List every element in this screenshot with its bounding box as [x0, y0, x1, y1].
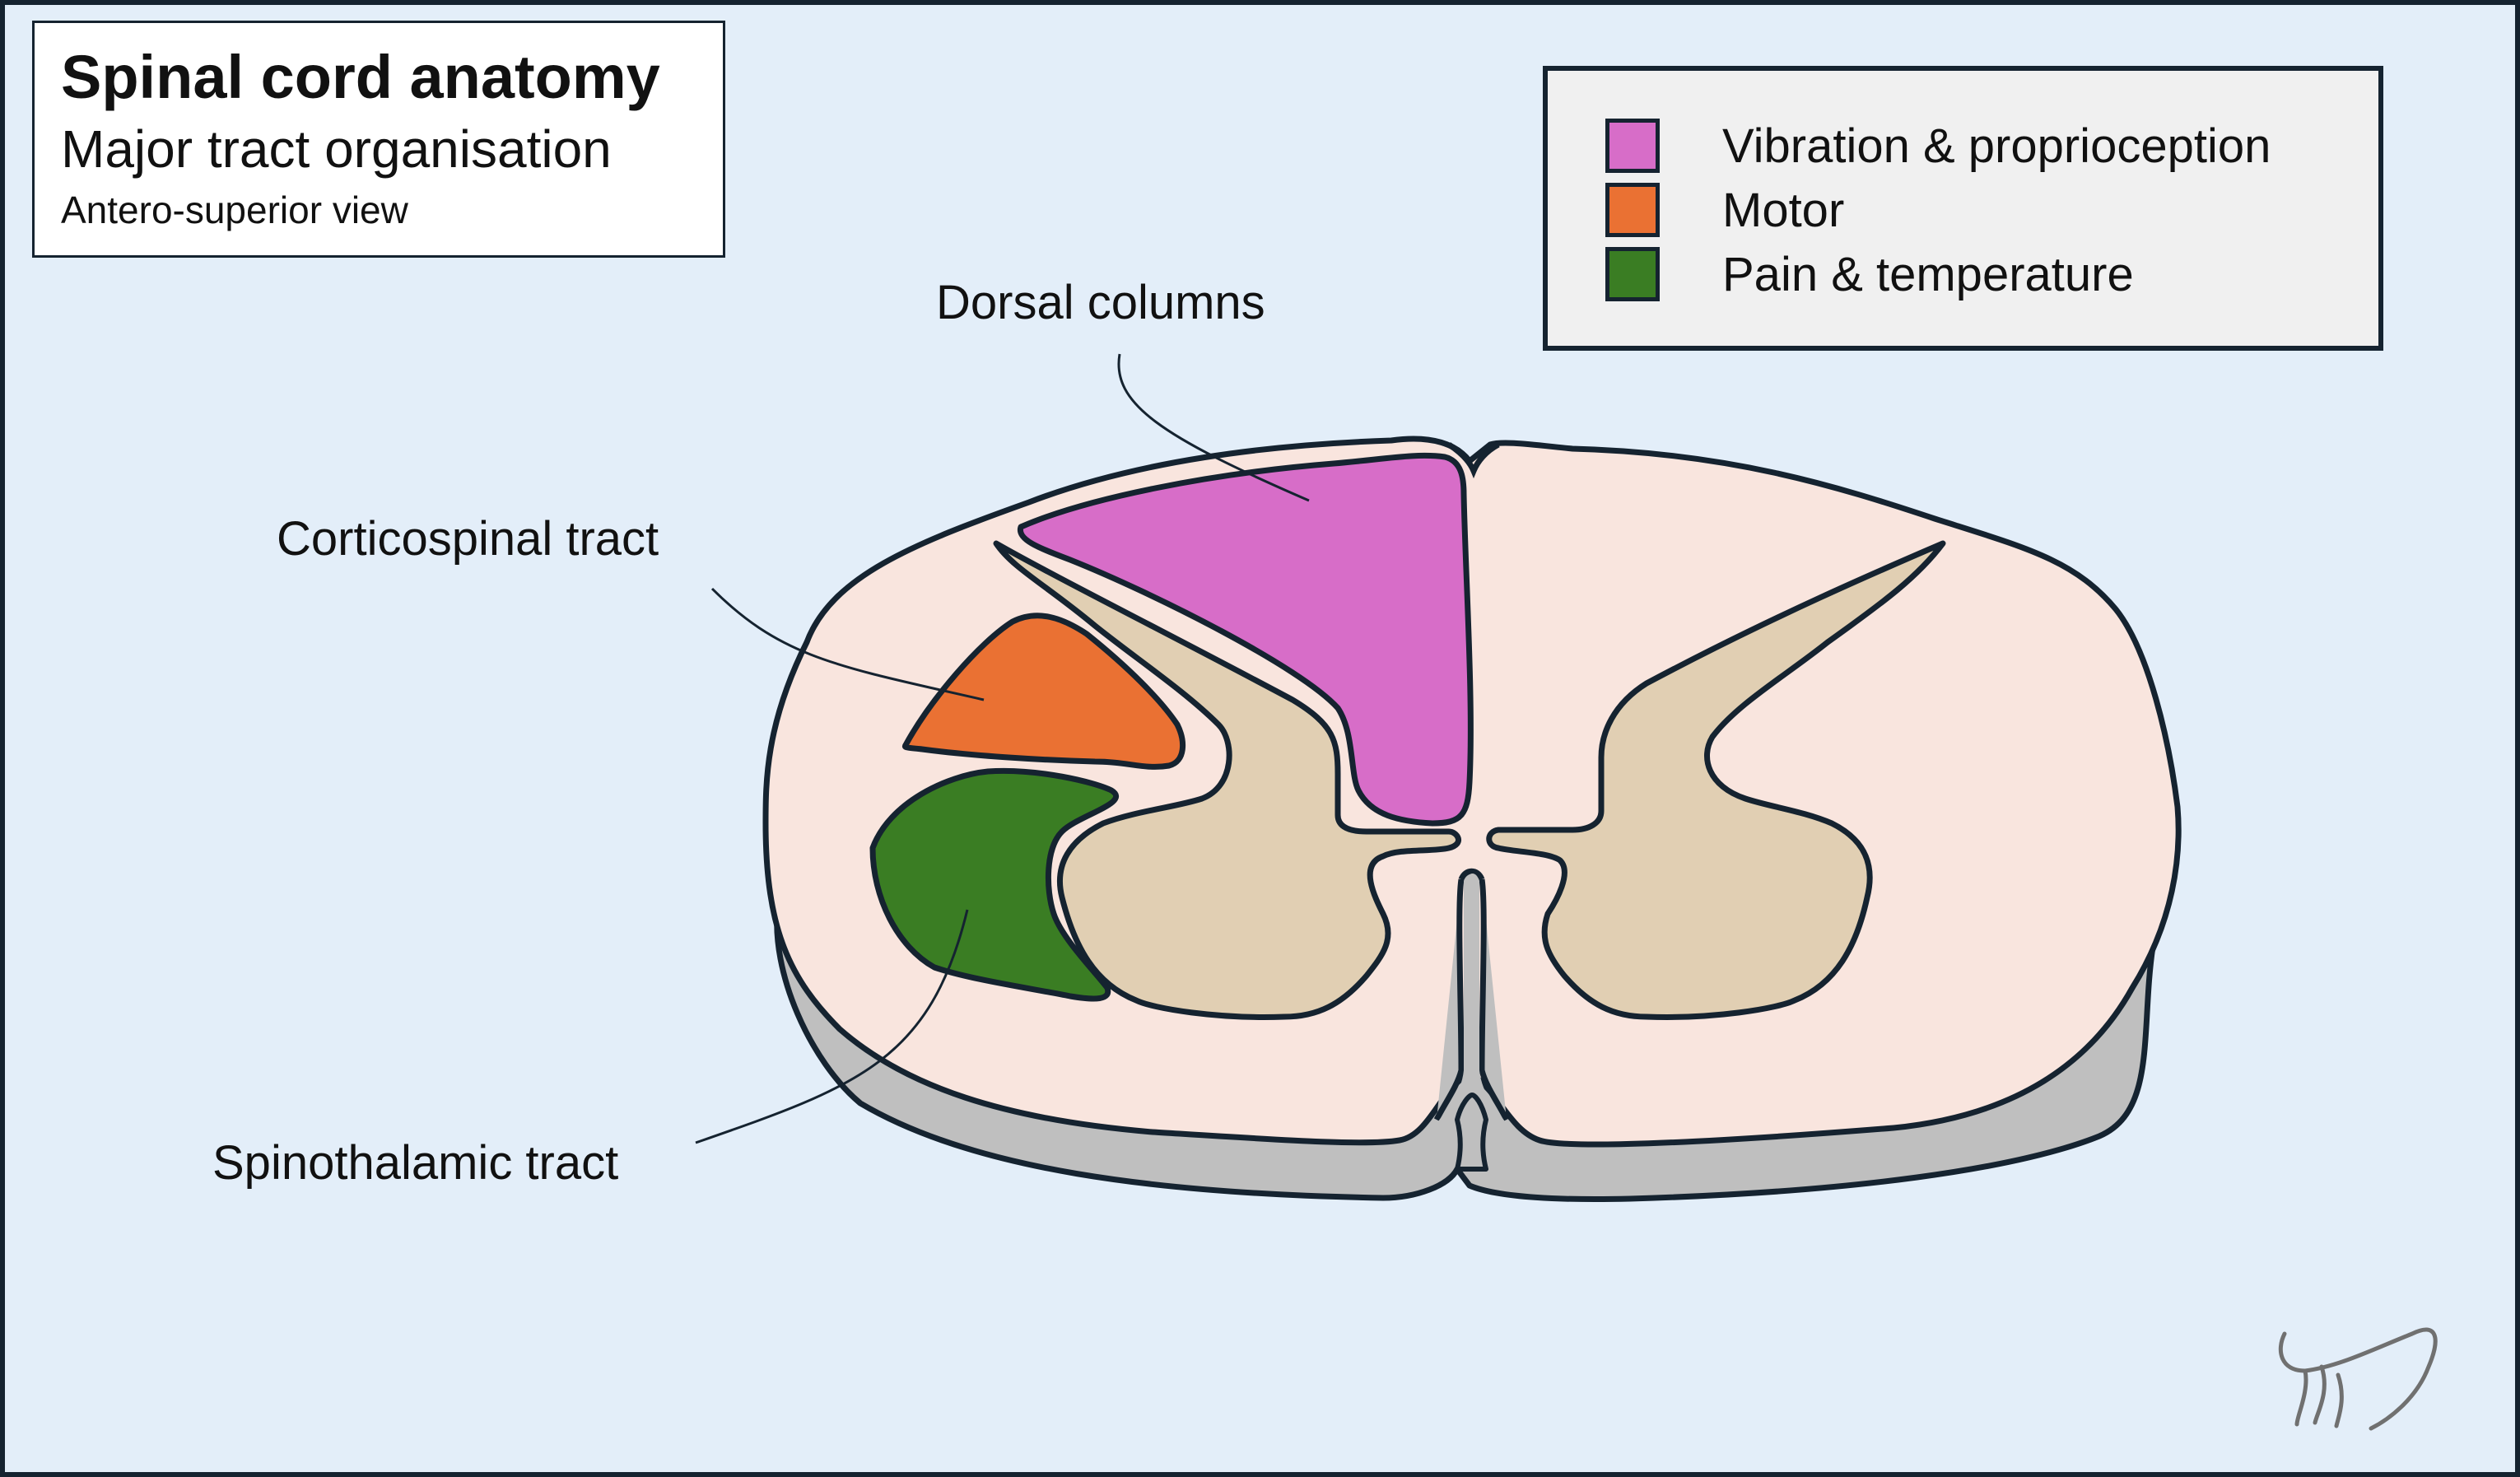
- dorsal-leader-line: [1117, 353, 1310, 502]
- grey-matter-left: [993, 540, 1461, 1020]
- legend: Vibration & proprioception Motor Pain & …: [1543, 66, 2383, 351]
- signature-icon: [2278, 1327, 2438, 1431]
- spinothalamic-leader-line: [695, 909, 969, 1144]
- fissure-lower-notch: [1455, 1093, 1488, 1172]
- dorsal-columns-region: [1017, 452, 1474, 827]
- anterior-fissure-fill: [1437, 874, 1507, 1124]
- spinothalamic-label: Spinothalamic tract: [212, 1136, 619, 1190]
- grey-matter-right: [1486, 540, 1946, 1020]
- corticospinal-region: [901, 613, 1186, 770]
- legend-swatch-motor: [1605, 183, 1660, 237]
- legend-item-pain: Pain & temperature: [1605, 245, 2134, 303]
- legend-item-vibration: Vibration & proprioception: [1605, 117, 2271, 175]
- dorsal-columns-label: Dorsal columns: [936, 276, 1265, 329]
- legend-label-pain: Pain & temperature: [1722, 247, 2134, 301]
- legend-swatch-pain: [1605, 247, 1660, 301]
- dorsal-median-sulcus: [1447, 441, 1500, 479]
- anterior-median-fissure: [1433, 868, 1510, 1121]
- title-box: Spinal cord anatomy Major tract organisa…: [32, 21, 725, 258]
- legend-item-motor: Motor: [1605, 181, 1844, 239]
- legend-label-vibration: Vibration & proprioception: [1722, 119, 2271, 173]
- legend-swatch-vibration: [1605, 119, 1660, 173]
- corticospinal-leader-line: [710, 587, 985, 701]
- spinothalamic-region: [869, 767, 1120, 1002]
- diagram-subtitle: Major tract organisation: [61, 119, 612, 179]
- diagram-view-label: Antero-superior view: [61, 189, 408, 231]
- legend-label-motor: Motor: [1722, 183, 1845, 237]
- corticospinal-label: Corticospinal tract: [277, 512, 659, 566]
- diagram-title: Spinal cord anatomy: [61, 43, 660, 111]
